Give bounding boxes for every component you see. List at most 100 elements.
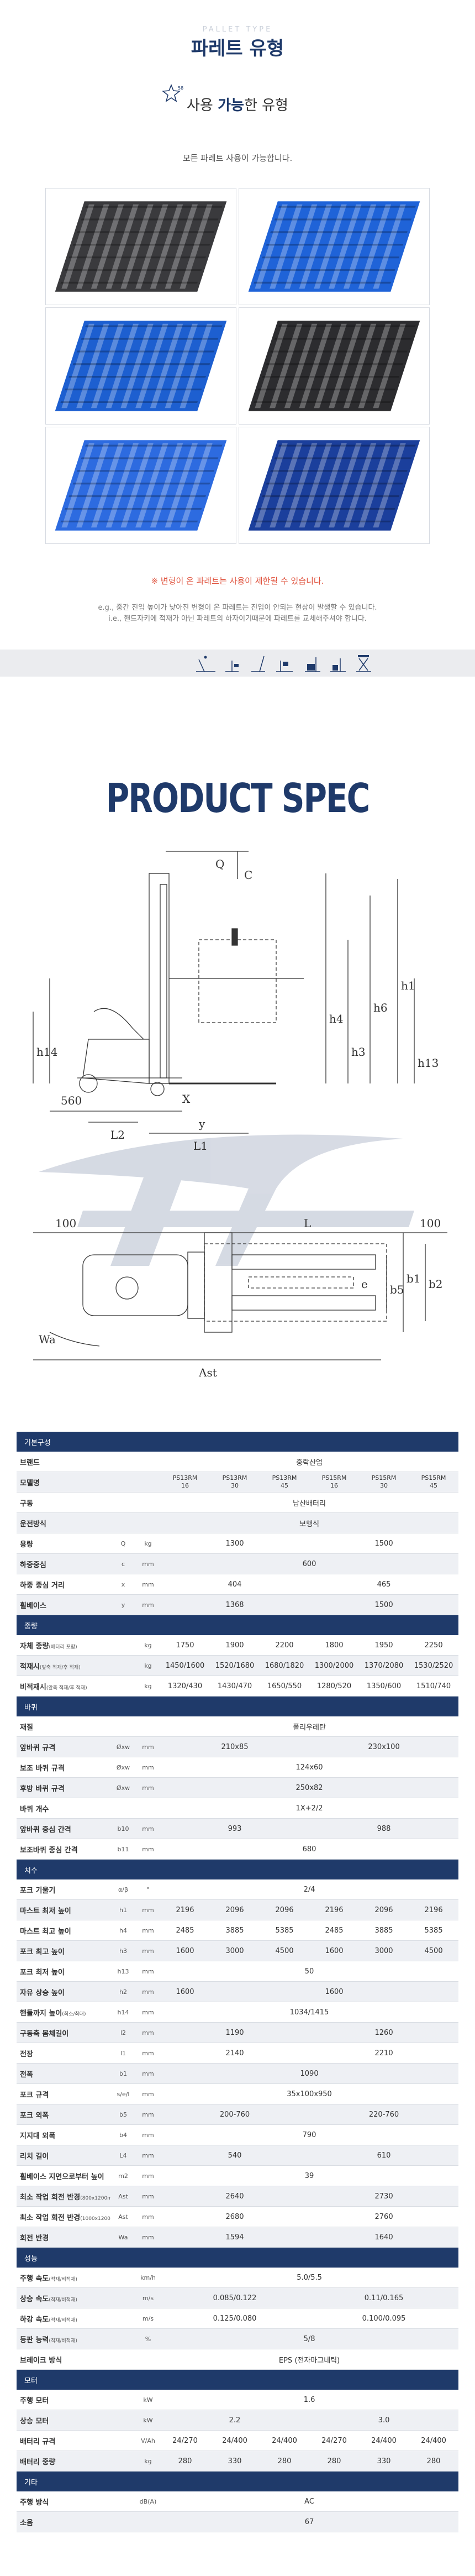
forklift-icon [330,658,346,672]
svg-text:b1: b1 [407,1272,421,1285]
forklift-icon-strip [0,650,475,677]
technical-drawing: Q C X y L2 L1 560 h4 h3 h6 h1 h13 h14 10… [33,851,447,1379]
star-icon: 58 [161,83,183,102]
pallet-photo [45,427,236,544]
pallet-type-ghost-label: PALLET TYPE [202,25,273,34]
spec-section-header: 모터 [17,2369,459,2390]
svg-text:Ast: Ast [198,1366,217,1379]
spec-section-header: 중량 [17,1615,459,1635]
product-spec-title: PRODUCT SPEC [105,774,371,822]
forklift-icon [305,657,320,672]
pallet-section-description: 모든 파레트 사용이 가능합니다. [182,153,293,163]
pallet-photo [45,188,236,305]
svg-text:b5: b5 [390,1283,404,1296]
svg-text:h4: h4 [329,1012,344,1025]
pallet-photo [239,427,430,544]
svg-text:58: 58 [178,86,183,91]
spec-section-header: 바퀴 [17,1696,459,1716]
svg-text:h13: h13 [418,1056,439,1070]
svg-text:560: 560 [61,1094,82,1107]
svg-text:L1: L1 [193,1139,208,1153]
watermark-logo [39,1134,414,1266]
pallet-photo [239,188,430,305]
svg-text:L: L [304,1217,311,1230]
spec-section-header: 기본구성 [17,1432,459,1452]
svg-text:Wa: Wa [39,1333,56,1346]
forklift-icon [251,656,265,672]
svg-text:h1: h1 [401,979,415,992]
pallet-photo [45,307,236,425]
svg-text:X: X [182,1092,191,1106]
svg-text:b2: b2 [429,1277,443,1291]
svg-text:C: C [244,868,252,882]
scissor-lift-icon [356,655,371,672]
svg-text:100: 100 [420,1217,441,1230]
deformed-pallet-note: e.g., 중간 진입 높이가 낮아진 변형이 온 파레트는 진입이 안되는 현… [98,604,377,623]
svg-text:h3: h3 [351,1045,366,1059]
svg-text:h6: h6 [373,1001,388,1014]
svg-text:100: 100 [55,1217,76,1230]
forklift-icon [276,661,293,672]
svg-text:h14: h14 [36,1045,57,1059]
forklift-icon [225,661,239,672]
spec-row: 등판 능력(적재/비적재)%5/8 [17,2328,459,2349]
forklift-icon [196,656,215,672]
svg-text:L2: L2 [110,1128,125,1142]
svg-text:e: e [361,1277,368,1291]
pallet-photo [239,307,430,425]
spec-section-header: 기타 [17,2471,459,2491]
spec-section-header: 성능 [17,2247,459,2268]
pallet-section-subtitle: 사용 가능한 유형 [187,97,288,114]
spec-section-header: 치수 [17,1859,459,1879]
svg-text:Q: Q [215,857,224,871]
svg-text:y: y [198,1117,205,1130]
deformed-pallet-warning: ※ 변형이 온 파레트는 사용이 제한될 수 있습니다. [151,576,324,586]
pallet-section-title: 파레트 유형 [191,38,284,60]
